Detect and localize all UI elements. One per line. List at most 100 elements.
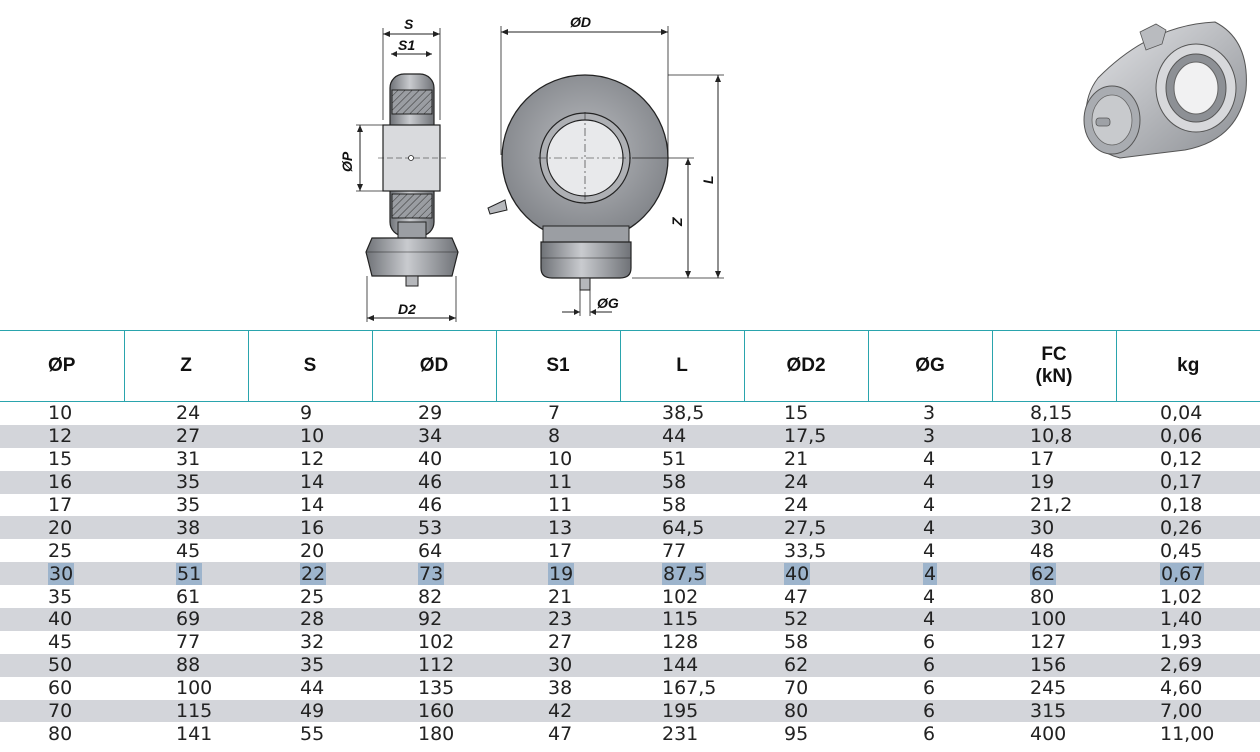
cell-value: 19 <box>548 562 575 585</box>
table-cell: 38,5 <box>620 402 744 425</box>
cell-value: 6 <box>923 631 936 654</box>
table-cell: 77 <box>620 539 744 562</box>
table-cell: 17 <box>496 539 620 562</box>
cell-value: 0,17 <box>1160 471 1203 494</box>
table-cell: 40 <box>372 448 496 471</box>
table-cell: 135 <box>372 677 496 700</box>
table-cell: 4 <box>868 494 992 517</box>
cell-value: 245 <box>1030 677 1067 700</box>
table-cell: 2,69 <box>1116 653 1260 677</box>
cell-value: 0,12 <box>1160 448 1203 471</box>
cell-value: 20 <box>300 539 325 562</box>
cell-value: 156 <box>1030 654 1067 677</box>
cell-value: 17 <box>48 494 73 516</box>
table-cell: 0,18 <box>1116 494 1260 517</box>
cell-value: 12 <box>48 425 73 448</box>
table-cell: 28 <box>248 608 372 631</box>
table-cell: 58 <box>620 470 744 494</box>
cell-value: 115 <box>176 700 213 723</box>
table-cell: 0,67 <box>1116 562 1260 586</box>
cell-value: 70 <box>48 700 73 723</box>
column-header-text: ØG <box>915 355 945 376</box>
cell-value: 58 <box>662 471 687 494</box>
cell-value: 195 <box>662 700 699 723</box>
table-cell: 315 <box>992 699 1116 723</box>
table-cell: 45 <box>124 539 248 562</box>
table-cell: 20 <box>0 516 124 540</box>
cell-value: 58 <box>784 631 809 654</box>
table-cell: 73 <box>372 562 496 586</box>
cell-value: 4,60 <box>1160 677 1203 700</box>
cell-value: 95 <box>784 722 809 745</box>
cell-value: 315 <box>1030 700 1067 723</box>
table-cell: 4 <box>868 585 992 608</box>
table-cell: 44 <box>248 677 372 700</box>
cell-value: 60 <box>48 677 73 700</box>
table-cell: 11,00 <box>1116 722 1260 745</box>
cell-value: 87,5 <box>662 562 707 585</box>
table-cell: 231 <box>620 722 744 745</box>
table-cell: 70 <box>0 699 124 723</box>
table-cell: 0,04 <box>1116 402 1260 425</box>
table-cell: 77 <box>124 631 248 654</box>
cell-value: 3 <box>923 402 936 425</box>
cell-value: 38 <box>548 677 573 700</box>
cell-value: 1,40 <box>1160 608 1203 631</box>
cell-value: 64,5 <box>662 516 705 539</box>
table-cell: 6 <box>868 677 992 700</box>
dim-d-label: ØD <box>570 14 591 30</box>
column-header-text: L <box>676 355 688 376</box>
table-cell: 95 <box>744 722 868 745</box>
table-cell: 88 <box>124 653 248 677</box>
cell-value: 27 <box>176 425 201 448</box>
table-cell: 4 <box>868 470 992 494</box>
cell-value: 49 <box>300 700 325 723</box>
cell-value: 27,5 <box>784 516 827 539</box>
table-cell: 141 <box>124 722 248 745</box>
table-cell: 46 <box>372 494 496 517</box>
table-cell: 25 <box>248 585 372 608</box>
table-cell: 62 <box>744 653 868 677</box>
cell-value: 61 <box>176 585 201 608</box>
cell-value: 102 <box>418 631 455 654</box>
cell-value: 4 <box>923 494 936 516</box>
column-header-text: S1 <box>546 355 570 376</box>
column-header-6: ØD2 <box>743 330 868 402</box>
table-cell: 35 <box>248 653 372 677</box>
cell-value: 21 <box>548 585 573 608</box>
table-cell: 80 <box>744 699 868 723</box>
cell-value: 25 <box>48 539 73 562</box>
table-cell: 24 <box>124 402 248 425</box>
column-header-unit: (kN) <box>1035 366 1073 387</box>
table-cell: 44 <box>620 424 744 448</box>
table-cell: 127 <box>992 631 1116 654</box>
table-cell: 100 <box>124 677 248 700</box>
cell-value: 27 <box>548 631 573 654</box>
cell-value: 8,15 <box>1030 402 1073 425</box>
table-cell: 9 <box>248 402 372 425</box>
column-header-7: ØG <box>867 330 992 402</box>
cell-value: 29 <box>418 402 443 425</box>
table-cell: 400 <box>992 722 1116 745</box>
table-cell: 30 <box>992 516 1116 540</box>
column-header-text: ØD2 <box>786 355 826 376</box>
table-cell: 62 <box>992 562 1116 586</box>
cell-value: 102 <box>662 585 699 608</box>
cell-value: 6 <box>923 722 936 745</box>
table-cell: 1,93 <box>1116 631 1260 654</box>
cell-value: 15 <box>784 402 809 425</box>
cell-value: 58 <box>662 494 687 516</box>
column-header-8: FC(kN) <box>991 330 1116 402</box>
dim-l-label: L <box>700 175 716 184</box>
cell-value: 35 <box>48 585 73 608</box>
table-cell: 55 <box>248 722 372 745</box>
table-cell: 4 <box>868 516 992 540</box>
cell-value: 80 <box>1030 585 1055 608</box>
cell-value: 45 <box>48 631 73 654</box>
table-cell: 102 <box>620 585 744 608</box>
cell-value: 23 <box>548 608 573 631</box>
cell-value: 160 <box>418 700 455 723</box>
